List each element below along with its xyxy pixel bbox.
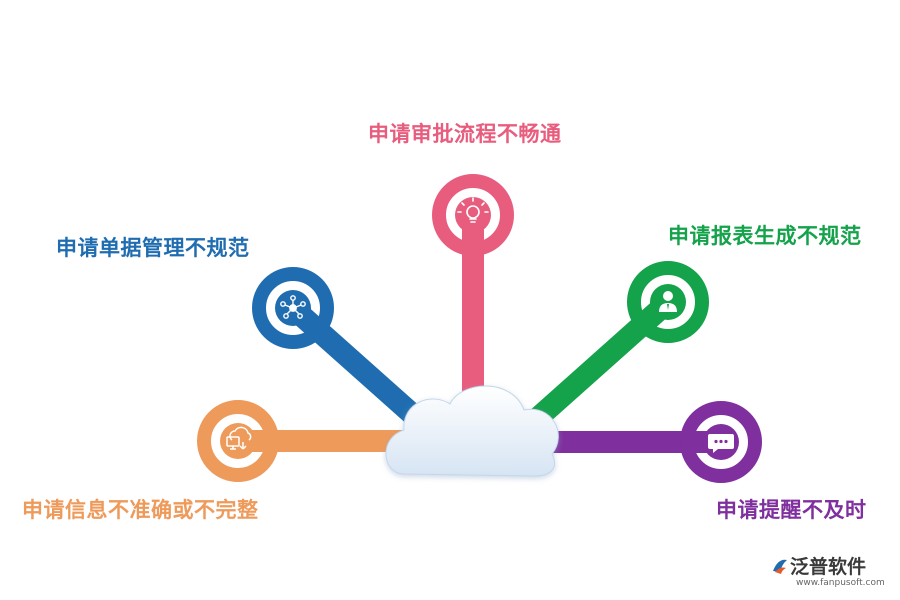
brand-logo: 泛普软件 www.fanpusoft.com: [768, 552, 896, 598]
logo-url: www.fanpusoft.com: [796, 578, 885, 588]
lightbulb-icon: [457, 197, 489, 223]
logo-mark-icon: [773, 559, 787, 574]
logo-name: 泛普软件: [790, 556, 867, 578]
central-cloud: [385, 385, 559, 477]
person-icon: [659, 291, 677, 312]
cloud-computer-icon: [226, 426, 252, 450]
label-remind: 申请提醒不及时: [716, 498, 867, 522]
chat-bubble-icon: [708, 434, 734, 453]
label-docs: 申请单据管理不规范: [56, 236, 250, 260]
label-report: 申请报表生成不规范: [668, 224, 862, 248]
node-approval-ring: [432, 174, 514, 256]
label-info: 申请信息不准确或不完整: [22, 498, 259, 522]
node-report-ring: [627, 261, 709, 343]
label-approval: 申请审批流程不畅通: [368, 122, 562, 146]
network-icon: [280, 295, 306, 319]
